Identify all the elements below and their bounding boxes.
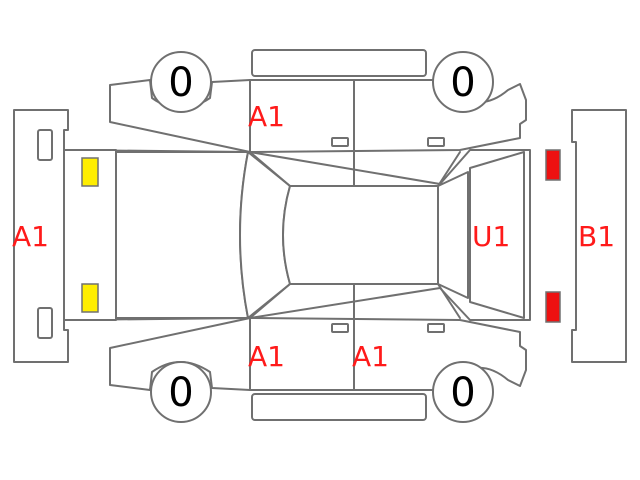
headlight-top: [81, 157, 99, 187]
rear-hatch: [437, 171, 469, 299]
main-body: [63, 149, 531, 321]
label-front-bumper: A1: [12, 220, 49, 253]
label-rear-bumper: B1: [578, 220, 615, 253]
tire-right-rear-value: 0: [450, 370, 475, 416]
tire-left-rear-value: 0: [450, 60, 475, 106]
taillight-bottom: [545, 291, 561, 323]
tire-left-rear: 0: [432, 51, 494, 113]
tire-right-front: 0: [150, 361, 212, 423]
label-rear-hatch: U1: [472, 220, 510, 253]
tire-left-front: 0: [150, 51, 212, 113]
tire-right-front-value: 0: [168, 370, 193, 416]
tire-left-front-value: 0: [168, 60, 193, 106]
rear-bumper: [571, 109, 627, 363]
side-step-top: [251, 49, 427, 77]
taillight-top: [545, 149, 561, 181]
tire-right-rear: 0: [432, 361, 494, 423]
tailgate: [469, 151, 525, 319]
front-bumper: [13, 109, 69, 363]
label-rocker-right-front: A1: [248, 340, 285, 373]
label-roof-left-front: A1: [248, 100, 285, 133]
label-rocker-right-rear: A1: [352, 340, 389, 373]
side-step-bottom: [251, 393, 427, 421]
headlight-bottom: [81, 283, 99, 313]
hood: [115, 151, 249, 319]
roof: [282, 185, 439, 285]
